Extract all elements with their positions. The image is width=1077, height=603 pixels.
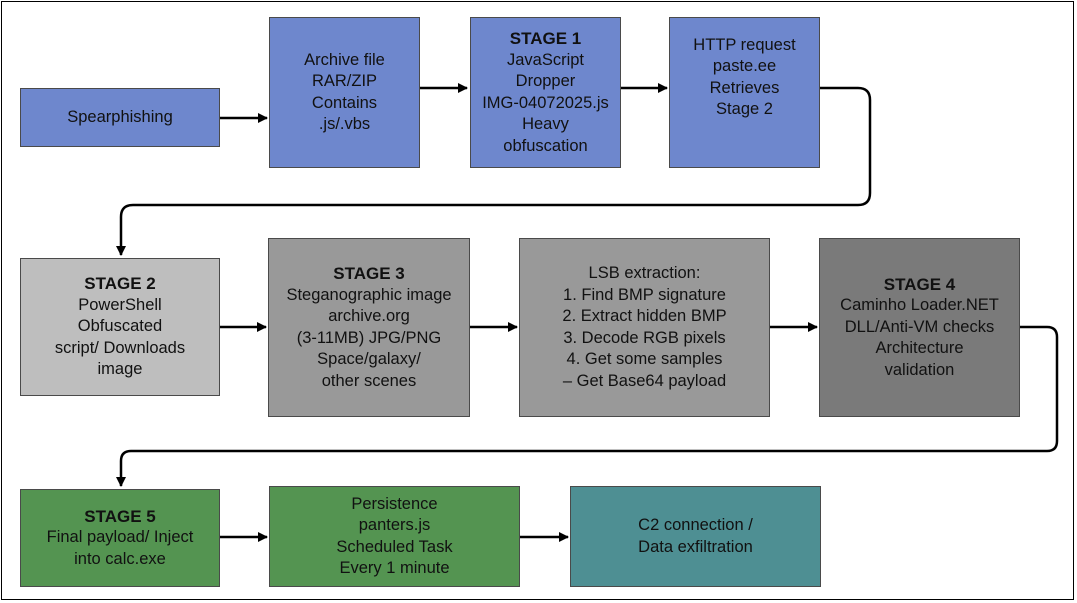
archive-file-box: Archive file RAR/ZIP Contains .js/.vbs [269,17,420,168]
stage-title: STAGE 3 [333,264,405,283]
box-line: C2 connection / [638,516,753,534]
stage4-text: STAGE 4 Caminho Loader.NET DLL/Anti-VM c… [840,274,999,382]
stage1-box: STAGE 1 JavaScript Dropper IMG-04072025.… [470,17,621,168]
box-line: JavaScript [506,50,584,69]
stage-title: STAGE 1 [509,29,582,48]
box-line: Spearphishing [67,107,173,126]
box-line: Data exfiltration [638,537,753,556]
stage3-text: STAGE 3 Steganographic image archive.org… [286,263,451,392]
box-line: archive.org [328,307,410,325]
box-line: IMG-04072025.js [482,93,609,112]
box-line: Every 1 minute [339,559,450,577]
box-line: PowerShell [78,295,162,314]
stage2-box: STAGE 2 PowerShell Obfuscated script/ Do… [20,258,220,396]
stage3-box: STAGE 3 Steganographic image archive.org… [268,238,470,417]
box-line: Dropper [515,72,576,90]
box-line: HTTP request [693,35,796,54]
box-line: RAR/ZIP [311,72,378,90]
box-line: Obfuscated [77,317,163,336]
box-line: paste.ee [712,57,777,75]
box-line: 3. Decode RGB pixels [563,328,726,347]
box-line: Persistence [351,494,438,513]
box-line: Retrieves [709,78,780,97]
box-line: LSB extraction: [588,264,701,282]
stage-title: STAGE 2 [84,274,156,294]
arrow-http-to-stage2 [116,86,872,256]
stage1-text: STAGE 1 JavaScript Dropper IMG-04072025.… [482,28,609,157]
box-line: .js/.vbs [318,115,371,133]
box-line: – Get Base64 payload [562,371,727,390]
box-line: 1. Find BMP signature [563,285,726,304]
stage-title: STAGE 4 [883,274,956,294]
box-line: 2. Extract hidden BMP [562,307,727,325]
http-request-box: HTTP request paste.ee Retrieves Stage 2 [669,17,820,168]
box-line: obfuscation [503,136,588,155]
spearphishing-box: Spearphishing [20,88,220,147]
c2-connection-box: C2 connection / Data exfiltration [570,486,821,587]
spearphishing-text: Spearphishing [67,107,173,129]
stage4-box: STAGE 4 Caminho Loader.NET DLL/Anti-VM c… [819,238,1020,417]
stage5-box: STAGE 5 Final payload/ Inject into calc.… [20,489,220,587]
box-line: 4. Get some samples [566,350,723,368]
box-line: Architecture [875,339,964,358]
box-line: validation [884,360,955,379]
box-line: other scenes [321,371,417,390]
box-line: Archive file [304,50,385,69]
persistence-text: Persistence panters.js Scheduled Task Ev… [336,494,452,580]
box-line: Steganographic image [286,285,452,304]
stage2-text: STAGE 2 PowerShell Obfuscated script/ Do… [55,273,185,381]
box-line: image [97,360,143,379]
lsb-extraction-box: LSB extraction: 1. Find BMP signature 2.… [519,238,770,417]
box-line: panters.js [358,516,431,534]
c2-connection-text: C2 connection / Data exfiltration [638,515,753,558]
stage5-text: STAGE 5 Final payload/ Inject into calc.… [47,506,194,571]
box-line: Contains [311,93,378,112]
box-line: Scheduled Task [336,537,453,556]
lsb-extraction-text: LSB extraction: 1. Find BMP signature 2.… [562,263,726,392]
box-line: Final payload/ Inject [46,528,194,547]
box-line: Heavy [522,115,569,133]
box-line: Caminho Loader.NET [840,296,999,315]
http-request-text: HTTP request paste.ee Retrieves Stage 2 [693,35,795,121]
box-line: into calc.exe [74,549,166,568]
persistence-box: Persistence panters.js Scheduled Task Ev… [269,486,520,587]
box-line: (3-11MB) JPG/PNG [296,328,442,347]
arrow-stage4-to-stage5 [116,325,1059,487]
archive-file-text: Archive file RAR/ZIP Contains .js/.vbs [304,50,385,136]
box-line: DLL/Anti-VM checks [844,317,995,336]
stage-title: STAGE 5 [84,506,156,526]
box-line: script/ Downloads [54,338,186,357]
box-line: Space/galaxy/ [317,350,421,368]
box-line: Stage 2 [716,100,773,118]
